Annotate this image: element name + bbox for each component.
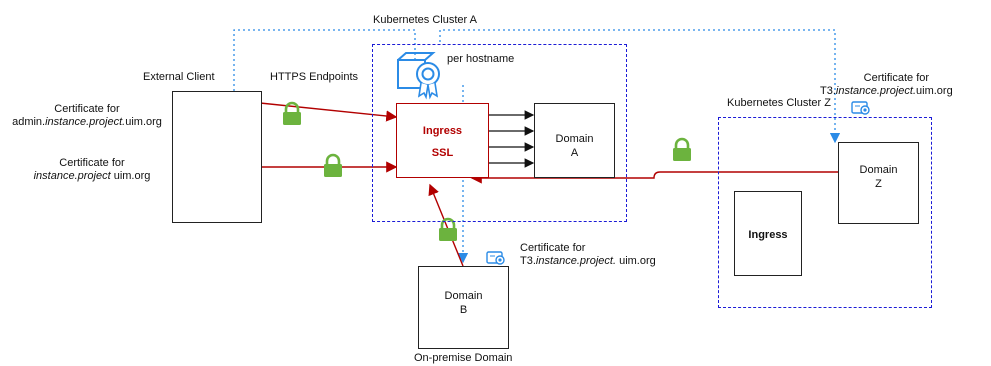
cert-hostname: T3.instance.project. uim.org [520, 255, 656, 267]
cert-distribution-line-domain-z [439, 29, 841, 144]
domain-b-label: Domain B [444, 290, 483, 316]
cert-title: Certificate for [59, 157, 125, 169]
domain-b-cert-label: Certificate for T3.instance.project. uim… [520, 242, 656, 268]
ingress-z-box: Ingress [734, 191, 802, 276]
external-client-title: External Client [143, 71, 215, 83]
domain-a-box: Domain A [534, 103, 615, 178]
cert-hostname: admin.instance.project.uim.org [12, 116, 162, 128]
ingress-z-label: Ingress [748, 229, 788, 241]
https-endpoints-label: HTTPS Endpoints [270, 71, 359, 83]
certificate-icon [851, 101, 870, 115]
domain-z-label: Domain Z [859, 164, 898, 190]
kubernetes-cluster-a [372, 44, 627, 222]
ingress-ssl-box: Ingress SSL [396, 103, 489, 178]
cluster-z-title: Kubernetes Cluster Z [727, 97, 831, 109]
https-link-admin [259, 102, 398, 122]
domain-z-cert-label: Certificate for T3.instance.project.uim.… [820, 72, 953, 98]
domain-b-box: Domain B [418, 266, 509, 349]
padlock-icon [437, 217, 459, 243]
cert-hostname: instance.project uim.org [33, 170, 151, 182]
cert-title: Certificate for [520, 242, 586, 254]
https-link-domain-b [428, 183, 464, 267]
domain-a-label: Domain A [555, 133, 594, 159]
client-cert-instance-label: Certificate for instance.project uim.org [12, 157, 172, 183]
padlock-icon [322, 153, 344, 179]
ingress-ssl-label: Ingress SSL [422, 125, 463, 159]
cert-title: Certificate for [863, 72, 930, 84]
cluster-a-title: Kubernetes Cluster A [373, 14, 477, 26]
cert-hostname: T3.instance.project.uim.org [820, 85, 953, 97]
padlock-icon [671, 137, 693, 163]
https-link-domain-z [470, 171, 838, 184]
domain-b-caption: On-premise Domain [414, 352, 513, 364]
cert-title: Certificate for [54, 103, 120, 115]
certificate-hub-icon [397, 52, 440, 100]
domain-z-box: Domain Z [838, 142, 919, 224]
client-cert-admin-label: Certificate for admin.instance.project.u… [4, 103, 170, 129]
certificate-icon [486, 251, 505, 265]
cluster-a-note: per hostname [447, 53, 515, 65]
external-client-box [172, 91, 262, 223]
kubernetes-cluster-z [718, 117, 932, 308]
